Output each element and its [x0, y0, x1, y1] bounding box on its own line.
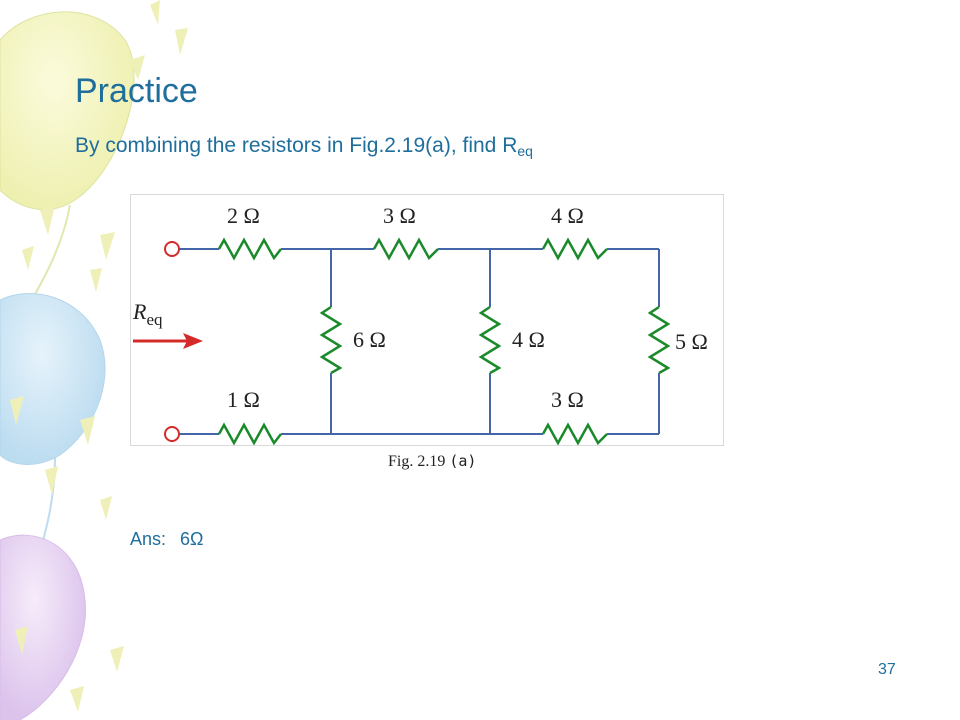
resistor-top-right — [541, 237, 608, 261]
terminal-bottom — [164, 426, 180, 442]
resistor-shunt-right — [647, 305, 671, 375]
confetti-decoration — [10, 0, 188, 712]
page-number: 37 — [878, 661, 896, 678]
resistor-bottom-right — [541, 422, 608, 445]
problem-text: By combining the resistors in Fig.2.19(a… — [75, 134, 518, 157]
label-top-mid: 3 Ω — [383, 203, 416, 228]
circuit-wires — [179, 248, 660, 435]
problem-subscript: eq — [517, 143, 533, 159]
problem-statement: By combining the resistors in Fig.2.19(a… — [75, 134, 533, 159]
label-shunt-left: 6 Ω — [353, 327, 386, 352]
label-top-left: 2 Ω — [227, 203, 260, 228]
label-bottom-left: 1 Ω — [227, 387, 260, 412]
resistor-top-mid — [372, 237, 439, 261]
caption-text: Fig. 2.19 — [388, 453, 446, 470]
terminal-top — [164, 241, 180, 257]
resistor-shunt-left — [319, 305, 343, 375]
resistor-top-left — [217, 237, 282, 261]
req-label: Req — [132, 299, 163, 329]
label-shunt-right: 5 Ω — [675, 329, 708, 354]
answer-line: Ans: 6Ω — [130, 529, 204, 550]
yellow-balloon-shape — [0, 11, 135, 341]
label-top-right: 4 Ω — [551, 203, 584, 228]
label-bottom-right: 3 Ω — [551, 387, 584, 412]
circuit-diagram: Req 2 Ω 3 Ω 4 Ω 6 Ω 4 Ω 5 Ω 1 Ω 3 Ω — [132, 203, 708, 445]
slide-title: Practice — [75, 72, 198, 110]
label-shunt-mid: 4 Ω — [512, 327, 545, 352]
purple-balloon-shape — [0, 534, 86, 720]
resistor-shunt-mid — [478, 305, 502, 375]
figure-caption: Fig. 2.19 (a) — [388, 452, 476, 471]
resistor-bottom-left — [217, 422, 282, 445]
caption-tag: (a) — [449, 452, 477, 470]
circuit-figure: Req 2 Ω 3 Ω 4 Ω 6 Ω 4 Ω 5 Ω 1 Ω 3 Ω — [130, 194, 724, 446]
req-arrow-icon — [133, 333, 203, 349]
answer-label: Ans: — [130, 529, 167, 549]
answer-value: 6Ω — [180, 529, 204, 549]
